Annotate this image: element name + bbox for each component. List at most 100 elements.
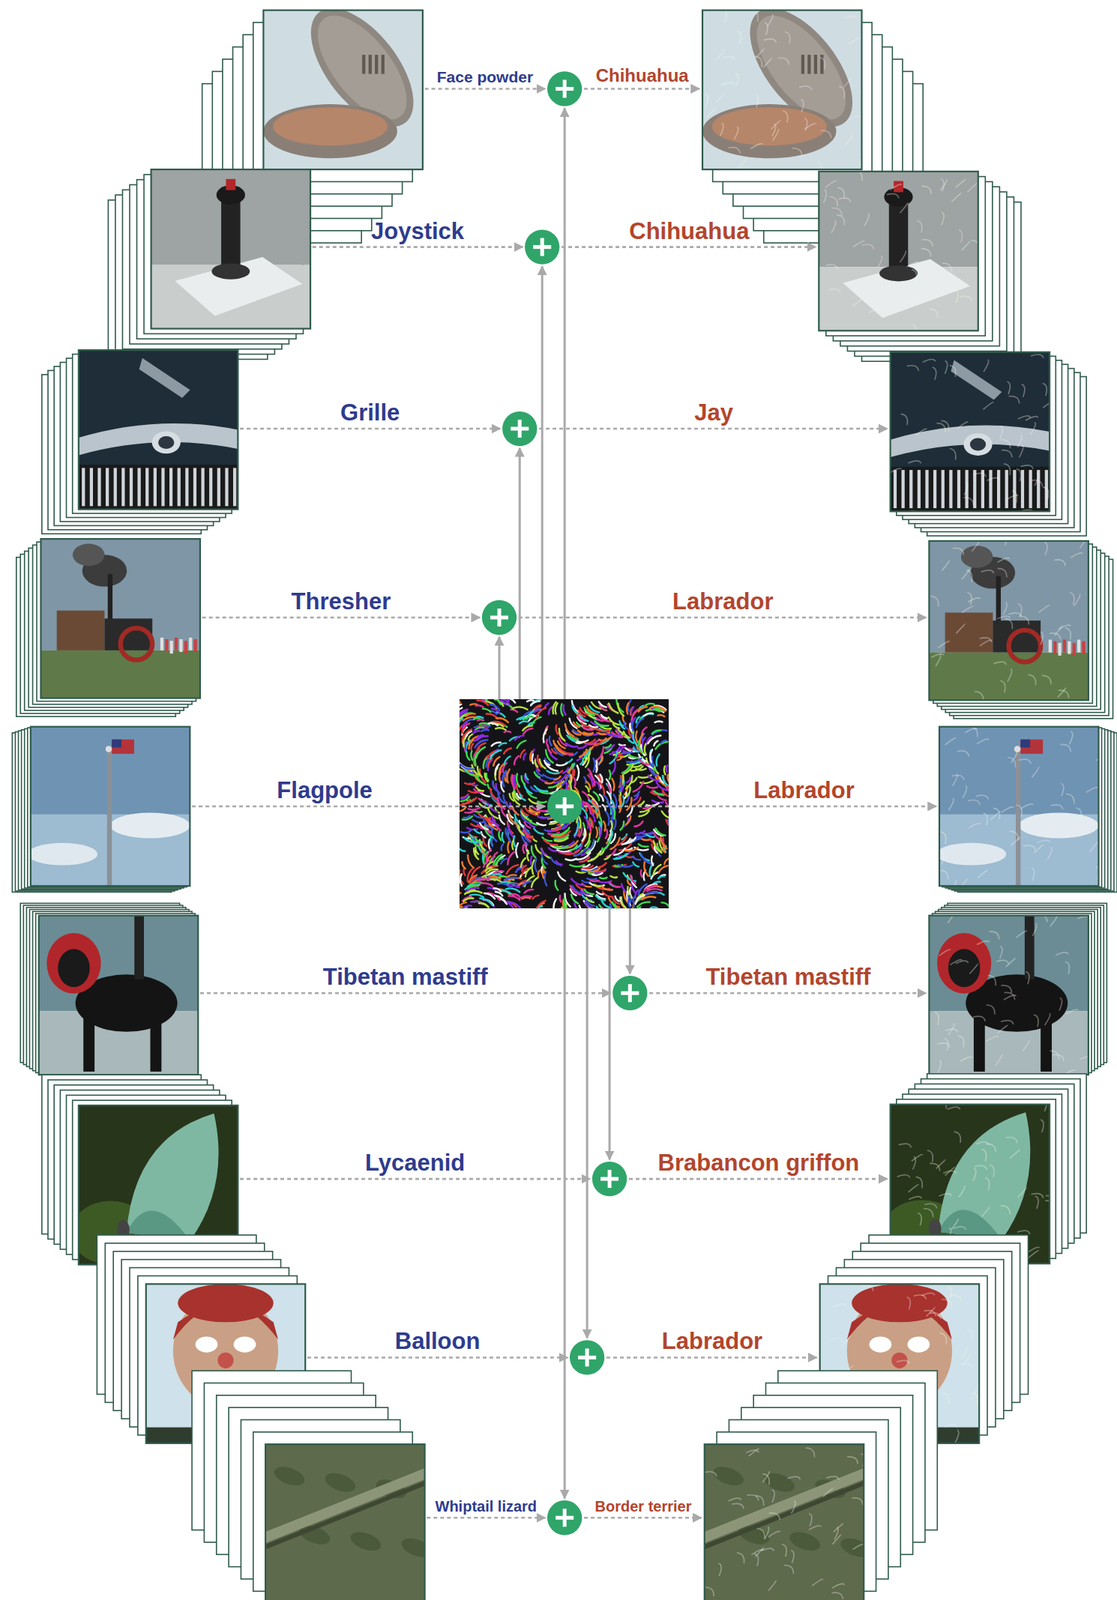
perturbation-stroke (603, 795, 609, 807)
perturbation-arrow (518, 448, 522, 700)
plus-bar (518, 419, 522, 438)
perturbation-residue (728, 147, 740, 154)
photo-shape (211, 263, 250, 279)
perturbation-stroke (482, 709, 491, 713)
perturbation-residue (831, 220, 836, 233)
perturbation-stroke (559, 895, 562, 902)
perturbation-residue (890, 468, 902, 474)
perturbation-residue (971, 541, 980, 552)
perturbation-stroke (666, 765, 668, 773)
perturbation-stroke (658, 876, 665, 879)
perturbation-stroke (577, 829, 580, 836)
photo-shape (322, 1470, 358, 1496)
perturbation-residue (973, 1016, 986, 1022)
perturbation-residue (1008, 613, 1022, 617)
perturbation-residue (955, 624, 965, 634)
perturbation-stroke (549, 736, 552, 746)
photo-shape (107, 751, 112, 887)
plus-symbol (569, 1340, 605, 1375)
perturbation-stroke (560, 703, 563, 716)
perturbation-residue (911, 1155, 923, 1162)
perturbation-stroke (598, 736, 612, 741)
perturbation-residue (853, 298, 864, 306)
perturbation-stroke (626, 787, 631, 797)
perturbation-residue (979, 640, 992, 647)
image-frame (928, 916, 1088, 1076)
perturbation-stroke (571, 879, 585, 887)
perturbation-stroke (557, 872, 566, 882)
photo-shape (221, 197, 240, 268)
photo-shape (105, 745, 112, 752)
perturbation-residue (937, 1043, 950, 1049)
perturbation-stroke (520, 750, 525, 758)
perturbation-stroke (498, 832, 501, 842)
photo-shape (879, 265, 918, 282)
perturbation-residue (854, 171, 863, 181)
perturbation-stroke (488, 699, 495, 701)
flow-line (649, 992, 926, 995)
photo-shape (1067, 641, 1071, 655)
perturbation-stroke (641, 737, 646, 752)
photo-shape (170, 640, 174, 654)
perturbation-residue (1017, 1230, 1031, 1235)
perturbation-stroke (524, 753, 527, 760)
perturbation-stroke (574, 823, 578, 836)
perturbation-stroke (477, 735, 484, 739)
perturbation-residue (849, 38, 862, 45)
perturbation-residue (944, 1425, 958, 1428)
perturbation-stroke (611, 800, 615, 811)
photo-shape (1077, 640, 1081, 653)
original-image-stack (191, 1371, 435, 1600)
perturbation-stroke (470, 877, 477, 884)
perturbation-residue (916, 1176, 923, 1189)
perturbation-residue (969, 964, 978, 974)
perturbation-stroke (583, 749, 590, 763)
perturbation-stroke (481, 730, 489, 732)
perturbation-residue (808, 1526, 822, 1531)
perturbation-residue (733, 126, 738, 140)
perturbation-residue (1076, 808, 1082, 821)
perturbation-stroke (523, 881, 532, 887)
perturbation-stroke (470, 751, 473, 761)
perturbation-stroke (501, 844, 504, 851)
perturbed-image-stack (928, 533, 1113, 719)
perturbation-stroke (492, 817, 500, 827)
perturbation-residue (948, 798, 954, 811)
perturbation-residue (957, 422, 969, 429)
photo-shape (271, 1463, 307, 1489)
perturbation-stroke (509, 825, 514, 838)
perturbation-stroke (511, 886, 520, 888)
perturbation-stroke (596, 723, 607, 727)
perturbation-stroke (471, 743, 474, 750)
perturbation-residue (997, 1025, 1009, 1034)
perturbation-stroke (548, 745, 552, 754)
perturbation-stroke (512, 840, 514, 850)
photo-shape (869, 1336, 893, 1353)
perturbation-stroke (585, 834, 590, 848)
perturbation-residue (764, 22, 768, 36)
photo-shape (40, 650, 200, 699)
perturbation-stroke (640, 838, 650, 841)
perturbation-residue (842, 1335, 851, 1347)
photo-shape (263, 104, 397, 159)
perturbation-residue (852, 1545, 864, 1551)
perturbation-stroke (531, 846, 536, 858)
perturbation-stroke (662, 775, 668, 786)
perturbation-residue (951, 193, 962, 202)
perturbation-residue (1057, 688, 1067, 698)
perturbation-stroke (481, 832, 486, 839)
perturbation-stroke (655, 828, 666, 836)
perturbation-stroke (589, 706, 599, 713)
photo (890, 352, 1050, 512)
perturbation-stroke (524, 889, 534, 894)
perturbation-residue (941, 852, 944, 866)
perturbation-residue (940, 178, 945, 192)
perturbation-stroke (605, 829, 608, 839)
perturbation-stroke (560, 907, 563, 909)
perturbation-stroke (470, 835, 483, 843)
perturbation-stroke (546, 770, 559, 774)
photo-shape (184, 640, 188, 654)
perturbation-residue (981, 1206, 989, 1218)
perturbation-stroke (544, 840, 558, 846)
perturbation-residue (752, 10, 758, 23)
